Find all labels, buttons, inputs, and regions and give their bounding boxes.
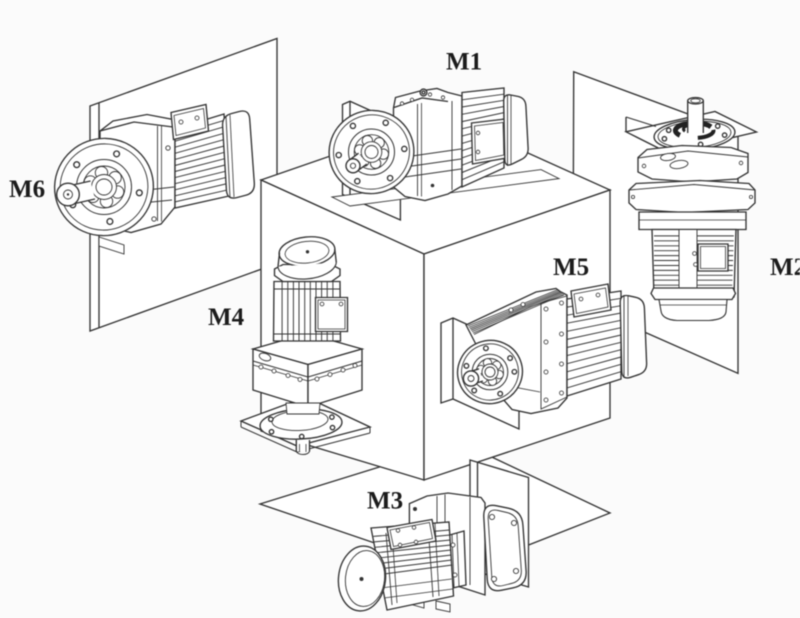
svg-text:M6: M6: [9, 176, 45, 203]
svg-text:M4: M4: [208, 304, 245, 331]
svg-text:M2: M2: [770, 254, 800, 281]
svg-text:M3: M3: [367, 488, 403, 515]
svg-text:M1: M1: [446, 49, 482, 76]
svg-text:M5: M5: [553, 254, 589, 281]
